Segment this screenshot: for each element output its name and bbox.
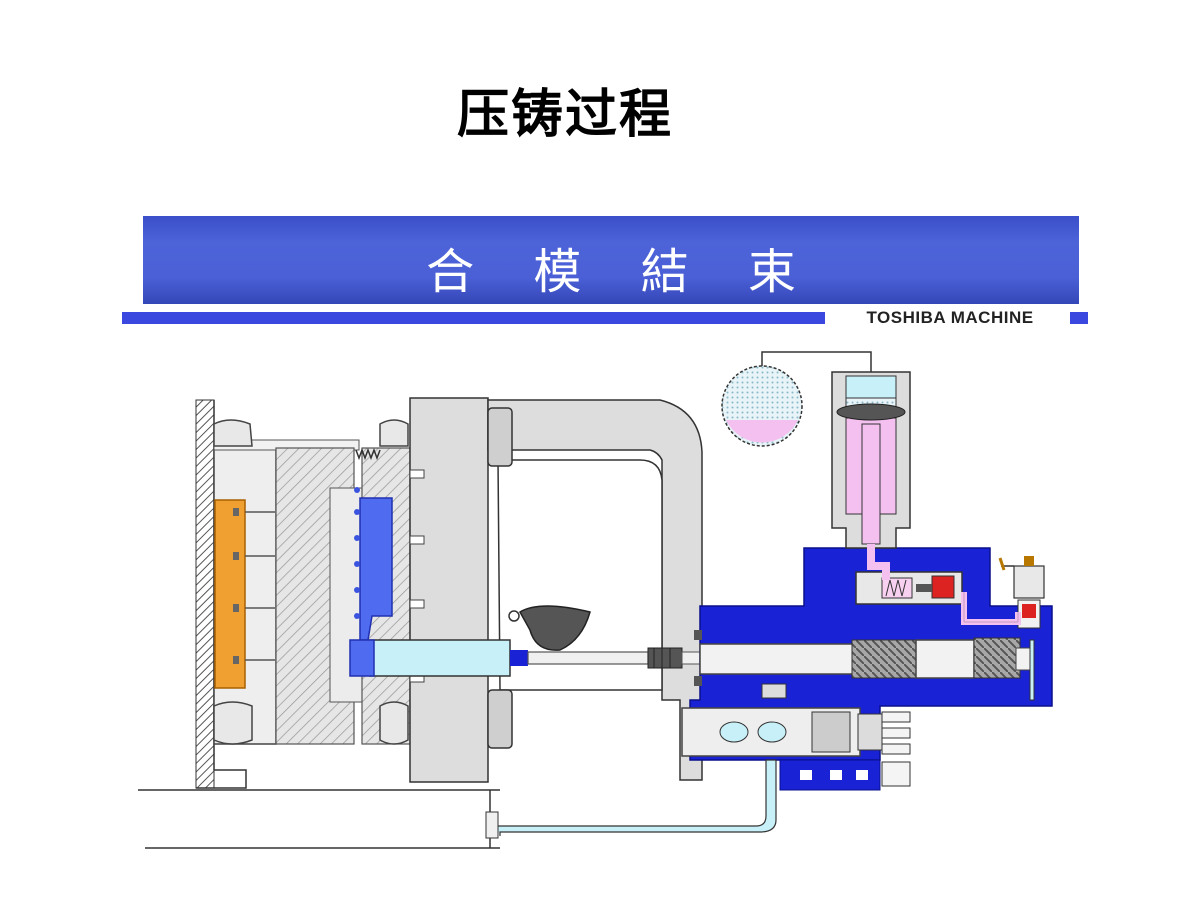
brand-bar: TOSHIBA MACHINE xyxy=(122,308,1088,327)
sleeve-fittings xyxy=(694,630,702,686)
accumulator-cylinder xyxy=(831,371,911,580)
plunger-rod xyxy=(527,651,649,665)
banner-title: 合 模 結 束 xyxy=(426,244,818,300)
pink-pipe xyxy=(961,592,1021,625)
gas-accumulator xyxy=(721,351,872,447)
ejector-plate xyxy=(214,499,246,689)
section-banner: 合 模 結 束 xyxy=(143,216,1079,304)
coupling xyxy=(647,647,683,669)
shot-sleeve xyxy=(349,639,703,677)
die-assembly xyxy=(275,419,411,745)
brand-line-right xyxy=(1070,312,1088,324)
machine-base xyxy=(138,789,500,849)
cyan-return-pipe xyxy=(485,639,1035,839)
page-title: 压铸过程 xyxy=(456,85,673,145)
fixed-platen xyxy=(409,397,703,783)
lower-cylinder xyxy=(681,707,911,791)
brand-line-left xyxy=(122,312,825,324)
brand-name: TOSHIBA MACHINE xyxy=(866,308,1034,327)
ladle xyxy=(518,605,591,651)
control-valve-right xyxy=(998,556,1045,629)
